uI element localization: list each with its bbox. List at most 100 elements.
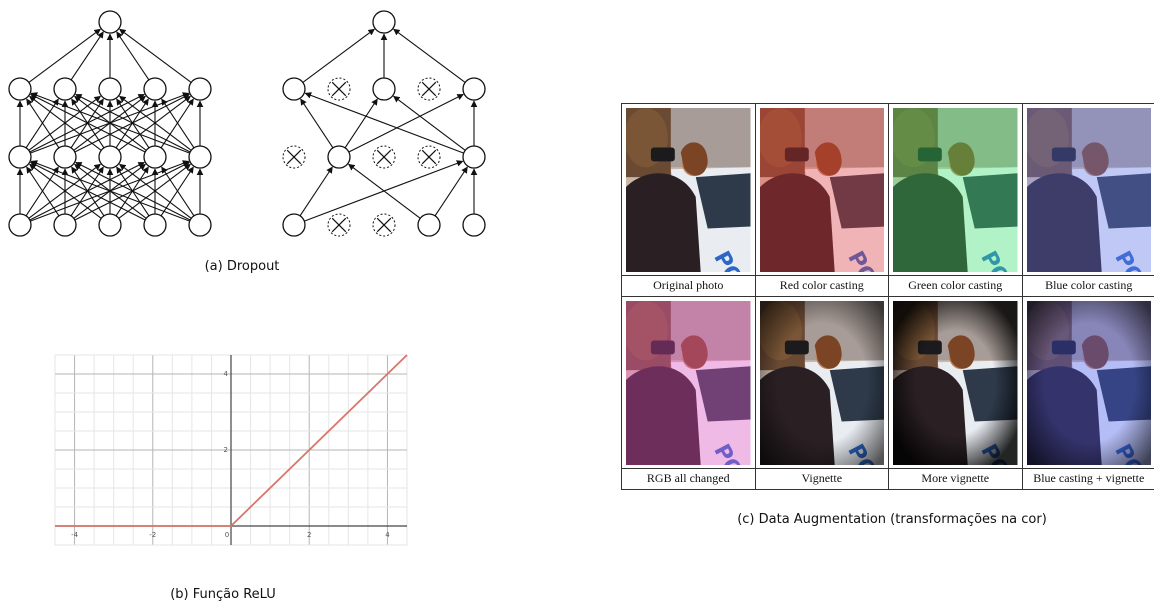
full-net-edge [75,161,191,221]
augmentation-cell: POL Red color casting [755,104,889,297]
full-net-edge [29,95,102,151]
augmented-photo: POL [893,301,1018,465]
dropout-diagram [8,10,486,237]
dropped-neuron [282,145,306,169]
x-tick-label: 2 [307,531,311,539]
label-divider [755,468,888,469]
augmented-photo: POL [1026,108,1151,272]
dropout-panel: (a) Dropout [0,0,500,280]
thinned-net-neuron [327,145,351,169]
dropped-neuron [417,77,441,101]
full-net-output-neuron [98,10,122,34]
thinned-net-edge [348,93,464,153]
augmentation-label: Vignette [801,471,843,485]
dropped-neuron [327,213,351,237]
thinned-net-edge [344,98,378,149]
augmentation-cell: POL Vignette [755,297,889,490]
augmentation-cell: POL Green color casting [889,104,1023,297]
label-divider [622,468,755,469]
full-net-edge [30,92,190,154]
thinned-net-edge [393,95,466,151]
full-net-neuron [53,145,77,169]
augmented-photo: POL [759,108,884,272]
full-net-edge [75,93,191,153]
thinned-net-neuron [462,213,486,237]
augmentation-cell: POL More vignette [889,297,1023,490]
full-net-neuron [188,77,212,101]
full-net-neuron [53,77,77,101]
full-net-edge [116,31,150,81]
thinned-net-neuron [282,213,306,237]
augmentation-label: Red color casting [779,278,864,292]
thinned-net-edge [300,98,334,149]
full-net-neuron [98,213,122,237]
label-divider [889,468,1022,469]
thinned-net-edge [348,163,421,219]
augmentation-cell: POL Blue casting + vignette [1022,297,1154,490]
thinned-net-neuron [282,77,306,101]
augmentation-cell: POL Blue color casting [1022,104,1154,297]
full-net-edge [119,163,192,219]
augmented-photo: POL [626,108,751,272]
full-net-edge [30,160,190,222]
full-net-neuron [98,77,122,101]
full-net-neuron [98,145,122,169]
full-net-edge [29,163,102,219]
full-net-neuron [53,213,77,237]
full-net-neuron [188,145,212,169]
thinned-net-edge [434,166,468,217]
relu-caption: (b) Função ReLU [170,587,276,602]
full-net-edge [119,95,192,151]
full-net-edge [30,93,146,153]
full-net-neuron [8,77,32,101]
thinned-net-neuron [372,77,396,101]
augmentation-grid: POL Original photo POL Red color casting [621,103,1154,490]
full-net-edge [161,98,195,149]
full-net-neuron [188,213,212,237]
thinned-net-edge [302,28,375,83]
full-net-edge [26,166,60,217]
dropped-neuron [417,145,441,169]
dropped-neuron [327,77,351,101]
augmented-photo: POL [1026,301,1151,465]
full-net-neuron [143,77,167,101]
full-net-neuron [143,213,167,237]
full-net-neuron [8,145,32,169]
augmentation-panel: POL Original photo POL Red color casting [615,95,1154,535]
dropout-caption: (a) Dropout [204,259,280,274]
augmentation-label: Blue casting + vignette [1033,471,1145,485]
full-net-edge [28,28,101,83]
label-divider [755,275,888,276]
augmentation-label: Green color casting [908,278,1003,292]
thinned-net-edge [304,92,464,154]
augmented-photo: POL [759,301,884,465]
x-tick-label: 0 [225,531,229,539]
thinned-net-edge [299,166,333,217]
label-divider [1022,275,1154,276]
dropped-neuron [372,145,396,169]
full-net-neuron [143,145,167,169]
label-divider [889,275,1022,276]
augmentation-label: Original photo [653,278,724,292]
thinned-net-neuron [462,77,486,101]
label-divider [1022,468,1154,469]
full-net-neuron [8,213,32,237]
thinned-net-neuron [417,213,441,237]
thinned-net-neuron [462,145,486,169]
label-divider [622,275,755,276]
thinned-net-edge [393,28,466,83]
thinned-net-output-neuron [372,10,396,34]
y-tick-label: 2 [224,446,228,454]
full-net-edge [161,166,195,217]
augmentation-cell: POL Original photo [622,104,756,297]
full-net-edge [30,161,146,221]
x-tick-label: -2 [149,531,156,539]
full-net-edge [119,28,192,83]
augmentation-label: Blue color casting [1045,278,1133,292]
augmented-photo: POL [626,301,751,465]
relu-line [55,354,408,527]
full-net-edge [26,98,60,149]
augmentation-cell: POL RGB all changed [622,297,756,490]
